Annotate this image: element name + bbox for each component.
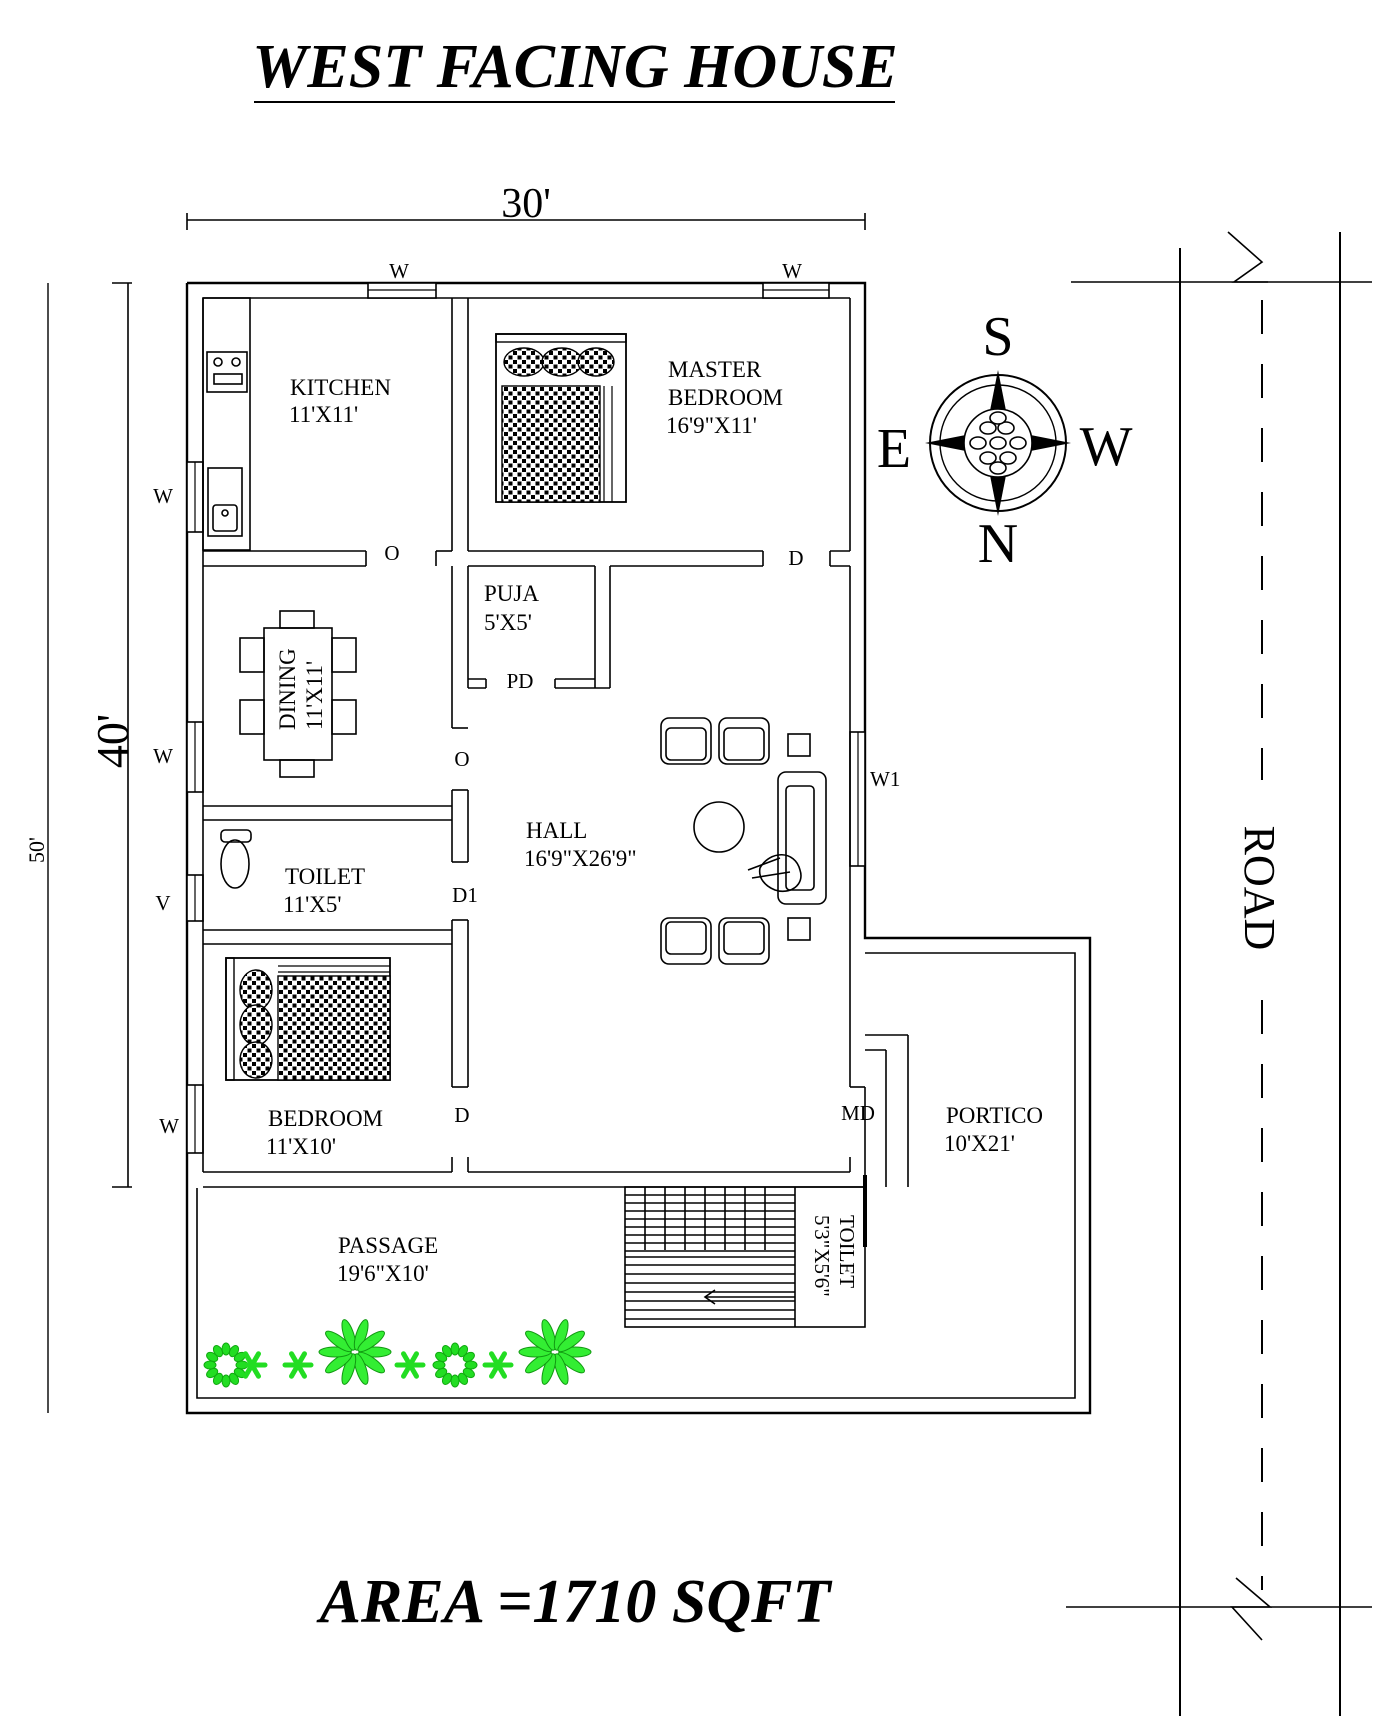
door-tag: D1 <box>452 883 478 907</box>
door-tag: D <box>788 546 803 570</box>
room-name: HALL <box>526 818 587 843</box>
road: ROAD <box>1066 231 1372 1716</box>
compass-north: N <box>978 513 1018 575</box>
room-name: DINING <box>275 648 300 730</box>
plot-depth-dimension: 50' <box>24 283 49 1413</box>
room-size: 11'X5' <box>283 892 342 917</box>
door-tag: O <box>454 747 469 771</box>
width-label: 30' <box>501 181 551 227</box>
window-top-left: W <box>367 259 437 299</box>
plants-icon <box>203 1319 592 1388</box>
room-size: 11'X10' <box>266 1134 336 1159</box>
room-name: KITCHEN <box>290 375 391 400</box>
room-size: 5'X5' <box>484 610 532 635</box>
door-tag: PD <box>507 669 534 693</box>
window-label: W <box>153 484 173 508</box>
toilet-icon <box>220 829 252 889</box>
room-size: 11'X11' <box>302 661 327 730</box>
ventilator-label: V <box>155 891 170 915</box>
room-name: TOILET <box>835 1215 859 1288</box>
room-size: 16'9"X26'9" <box>524 846 637 871</box>
door-tag: D <box>454 1103 469 1127</box>
width-dimension: 30' <box>186 181 866 230</box>
door-tag: MD <box>841 1101 875 1125</box>
window-label: W <box>153 744 173 768</box>
sofa-set-icon <box>660 717 827 965</box>
room-name: PUJA <box>484 581 539 606</box>
window-dining: W <box>153 721 204 793</box>
window-top-right: W <box>762 259 830 299</box>
area-label: AREA =1710 SQFT <box>316 1568 833 1636</box>
room-name: BEDROOM <box>668 385 783 410</box>
plot-depth-label: 50' <box>24 837 49 863</box>
compass-south: S <box>982 306 1013 368</box>
kitchen-counter <box>202 297 251 551</box>
outer-walls <box>185 281 1092 1415</box>
compass-west: W <box>1080 416 1133 478</box>
room-size: 19'6"X10' <box>337 1261 429 1286</box>
window-label: W <box>782 259 802 283</box>
room-name: BEDROOM <box>268 1106 383 1131</box>
bed-icon <box>495 333 627 503</box>
window-kitchen: W <box>153 461 204 533</box>
window-label: W1 <box>870 767 900 791</box>
depth-dimension: 40' <box>87 282 138 1188</box>
room-name: PORTICO <box>946 1103 1043 1128</box>
room-size: 10'X21' <box>944 1131 1015 1156</box>
window-label: W <box>389 259 409 283</box>
window-bedroom: W <box>159 1084 204 1154</box>
road-label: ROAD <box>1235 826 1284 951</box>
depth-label: 40' <box>87 714 138 768</box>
room-size: 16'9"X11' <box>666 413 757 438</box>
window-w1: W1 <box>849 731 900 867</box>
window-label: W <box>159 1114 179 1138</box>
door-tag: O <box>384 541 399 565</box>
room-name: TOILET <box>285 864 365 889</box>
plan-title: WEST FACING HOUSE <box>252 33 898 101</box>
staircase <box>624 1186 866 1328</box>
ventilator-toilet: V <box>155 874 204 922</box>
compass-icon: S N E W <box>877 306 1133 575</box>
dining-table-icon <box>239 610 357 778</box>
room-size: 5'3"X5'6" <box>810 1215 834 1297</box>
room-name: PASSAGE <box>338 1233 438 1258</box>
room-size: 11'X11' <box>289 402 358 427</box>
compass-east: E <box>877 418 911 480</box>
room-name: MASTER <box>668 357 762 382</box>
bed-icon-bedroom <box>225 957 391 1081</box>
